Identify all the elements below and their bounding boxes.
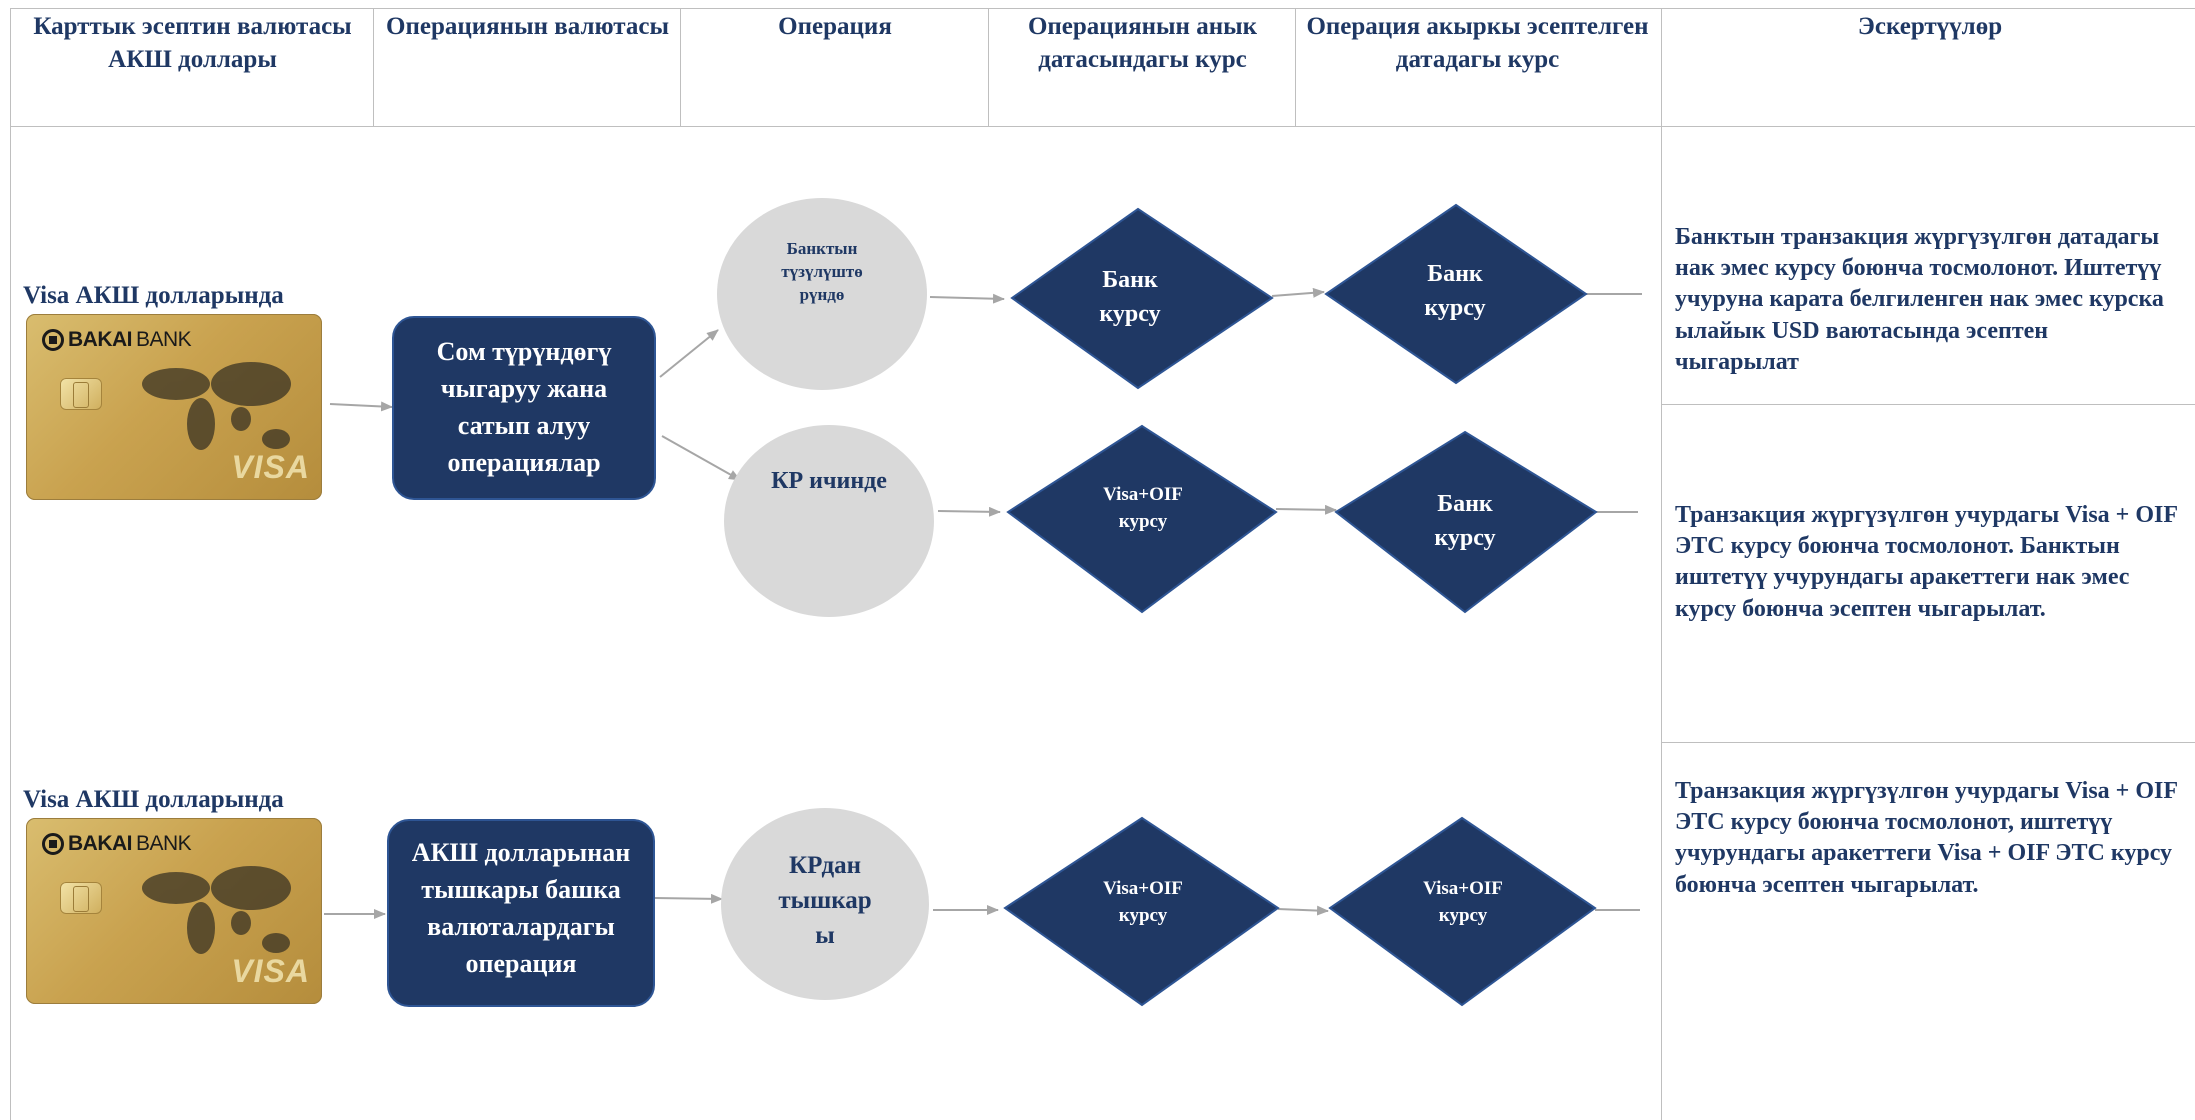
header-rate-on-date: Операциянын анык датасындагы курс [1027,13,1258,73]
world-map-pattern [142,362,291,450]
header-operation-currency: Операциянын валютасы [386,13,669,40]
header-operation: Операция [778,13,892,40]
header-divider-4 [1295,8,1297,126]
visa-logo: VISA [231,449,310,485]
chip-icon [60,882,102,914]
header-card-currency: Карттык эсептин валютасы АКШ доллары [33,13,352,73]
currency-box-foreign: АКШ долларынан тышкары башка валюталарда… [387,819,655,1007]
arrow-op1-to-rate1 [929,293,1005,304]
card-label-1: Visa АКШ долларында [23,282,284,309]
arrow-card1-to-box1 [329,401,393,412]
card-label-2: Visa АКШ долларында [23,786,284,813]
rate-on-date-diamond-2 [1006,424,1278,614]
rate-final-diamond-1 [1324,203,1588,385]
operation-circle-bank-device: Банктын түзүлүштө рүндө [717,198,927,390]
note-bank-device: Банктын транзакция жүргүзүлгөн датадагы … [1675,224,2164,375]
rate-final-diamond-2 [1334,430,1598,614]
operation-circle-kr-outside: КРдан тышкар ы [721,808,929,1000]
rate-on-date-label-2: Visa+OIF курсу [1103,484,1183,532]
visa-logo: VISA [231,953,310,989]
note-kr-outside: Транзакция жүргүзүлгөн учурдагы Visa + O… [1675,778,2178,898]
header-divider-3 [988,8,990,126]
currency-box-foreign-text: АКШ долларынан тышкары башка валюталарда… [411,838,631,978]
operation-circle-kr-inside: КР ичинде [724,425,934,617]
rate-final-label-2: Банк курсу [1434,491,1496,551]
rate-final-label-3: Visa+OIF курсу [1423,878,1503,926]
header-notes: Эскертүүлөр [1857,13,2003,40]
header-divider-2 [680,8,682,126]
arrow-box1-to-op1 [659,329,719,378]
world-map-pattern [142,866,291,954]
rate-on-date-label-3: Visa+OIF курсу [1103,878,1183,926]
arrow-box2-to-op3 [654,893,723,904]
currency-box-som: Сом түрүндөгү чыгаруу жана сатып алуу оп… [392,316,656,500]
arrow-box1-to-op2 [661,435,741,481]
chip-icon [60,378,102,410]
rate-final-diamond-3 [1328,816,1597,1007]
rate-final-label-1: Банк курсу [1424,261,1486,321]
rate-on-date-label-1: Банк курсу [1099,267,1161,327]
currency-box-som-text: Сом түрүндөгү чыгаруу жана сатып алуу оп… [436,337,612,477]
header-divider-1 [373,8,375,126]
arrow-rate1-to-final1 [1271,287,1325,298]
notes-row-divider-2 [1661,742,2195,744]
header-rate-final: Операция акыркы эсептелген датадагы курс [1306,13,1649,73]
notes-column-divider [1661,8,1663,1120]
table-top-border [10,8,2195,10]
arrow-rate3-to-final3 [1277,905,1329,916]
notes-row-divider-1 [1661,404,2195,406]
note-kr-inside: Транзакция жүргүзүлгөн учурдагы Visa + O… [1675,502,2178,622]
rate-on-date-diamond-3 [1003,816,1280,1007]
header-bottom-border [10,126,2195,128]
rate-on-date-diamond-1 [1010,207,1274,390]
table-left-border [10,8,12,1120]
arrow-op2-to-rate2 [937,506,1001,517]
arrow-rate2-to-final2 [1275,504,1337,515]
